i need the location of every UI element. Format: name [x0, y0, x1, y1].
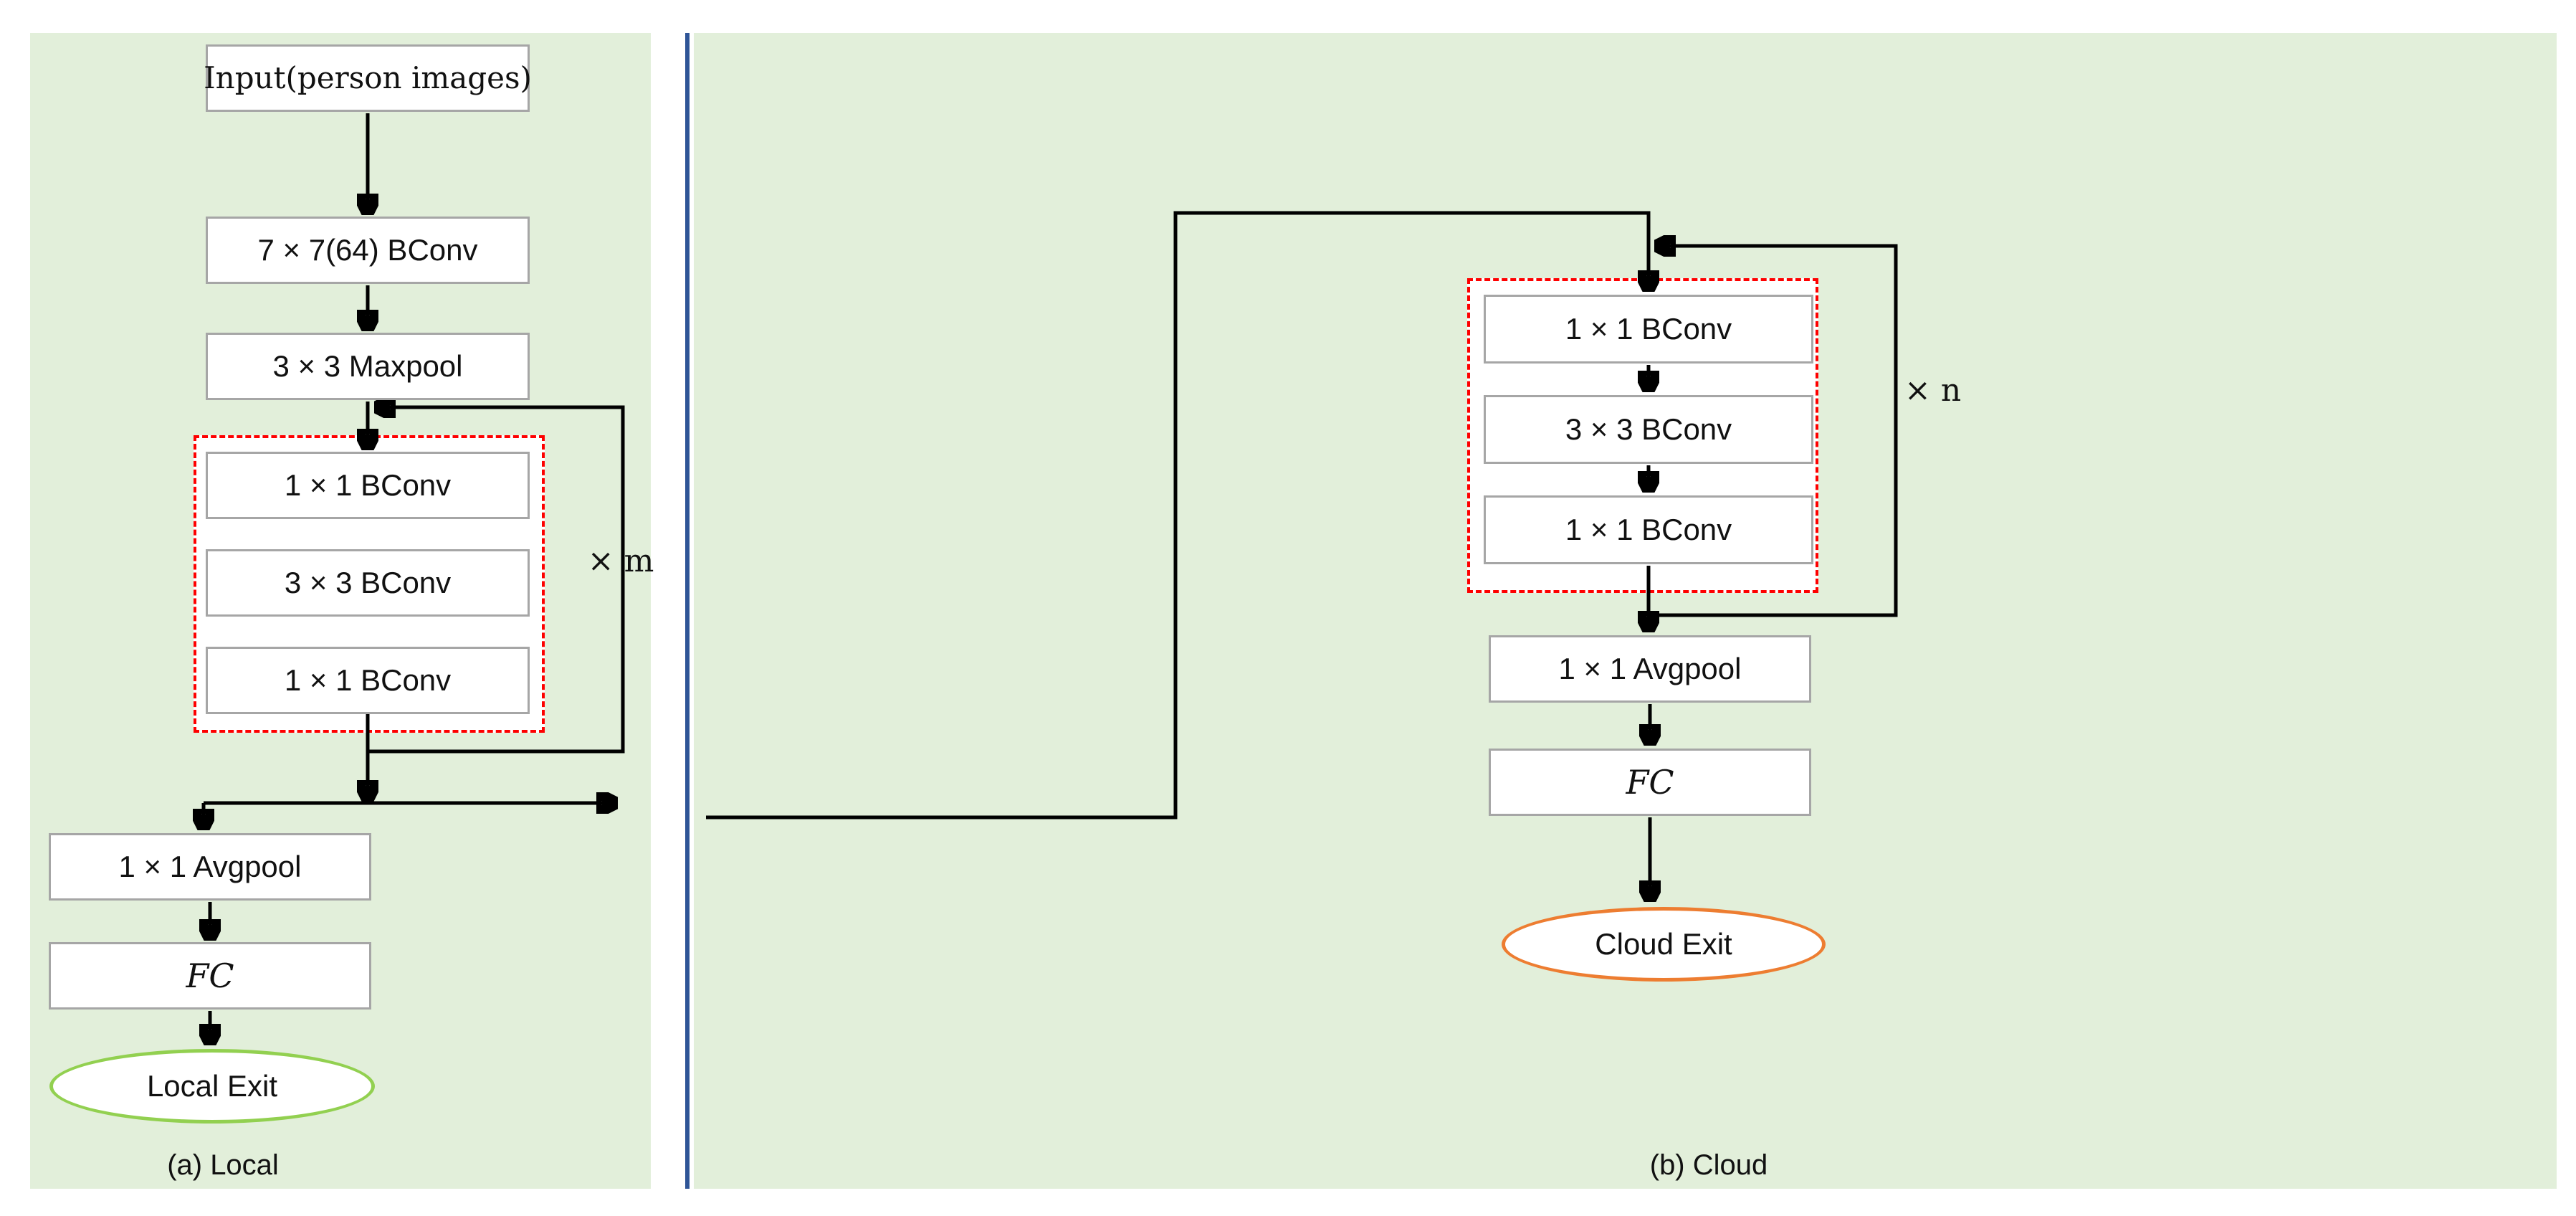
- cloud-repeat-loop-line: [1650, 246, 1898, 617]
- node-local-avgpool: 1 × 1 Avgpool: [49, 833, 371, 901]
- panel-divider-line: [685, 33, 690, 1189]
- node-local-bconv1: 1 × 1 BConv: [206, 452, 530, 519]
- cloud-panel-background: [694, 33, 2557, 1189]
- node-cloud-avgpool: 1 × 1 Avgpool: [1489, 635, 1811, 703]
- node-input: Input(person images): [204, 44, 532, 112]
- cloud-repeat-count-label: × n: [1904, 372, 1962, 409]
- node-cloud-bconv1: 1 × 1 BConv: [1484, 295, 1813, 364]
- node-cloud-bconv3: 1 × 1 BConv: [1484, 495, 1813, 564]
- node-cloud-bconv2: 3 × 3 BConv: [1484, 395, 1813, 464]
- local-repeat-loop-line: [368, 407, 625, 754]
- node-maxpool: 3 × 3 Maxpool: [206, 333, 530, 400]
- local-caption: (a) Local: [167, 1149, 279, 1181]
- node-local-bconv2: 3 × 3 BConv: [206, 549, 530, 617]
- cloud-caption: (b) Cloud: [1649, 1149, 1768, 1181]
- node-local-bconv3: 1 × 1 BConv: [206, 647, 530, 714]
- node-cloud-fc: FC: [1489, 749, 1811, 816]
- node-local-fc: FC: [49, 942, 371, 1010]
- local-repeat-count-label: × m: [587, 543, 654, 579]
- local-exit-terminal: Local Exit: [49, 1049, 375, 1124]
- cloud-exit-terminal: Cloud Exit: [1502, 907, 1826, 982]
- node-conv7x7: 7 × 7(64) BConv: [206, 217, 530, 284]
- cloud-feed-line: [706, 211, 1649, 820]
